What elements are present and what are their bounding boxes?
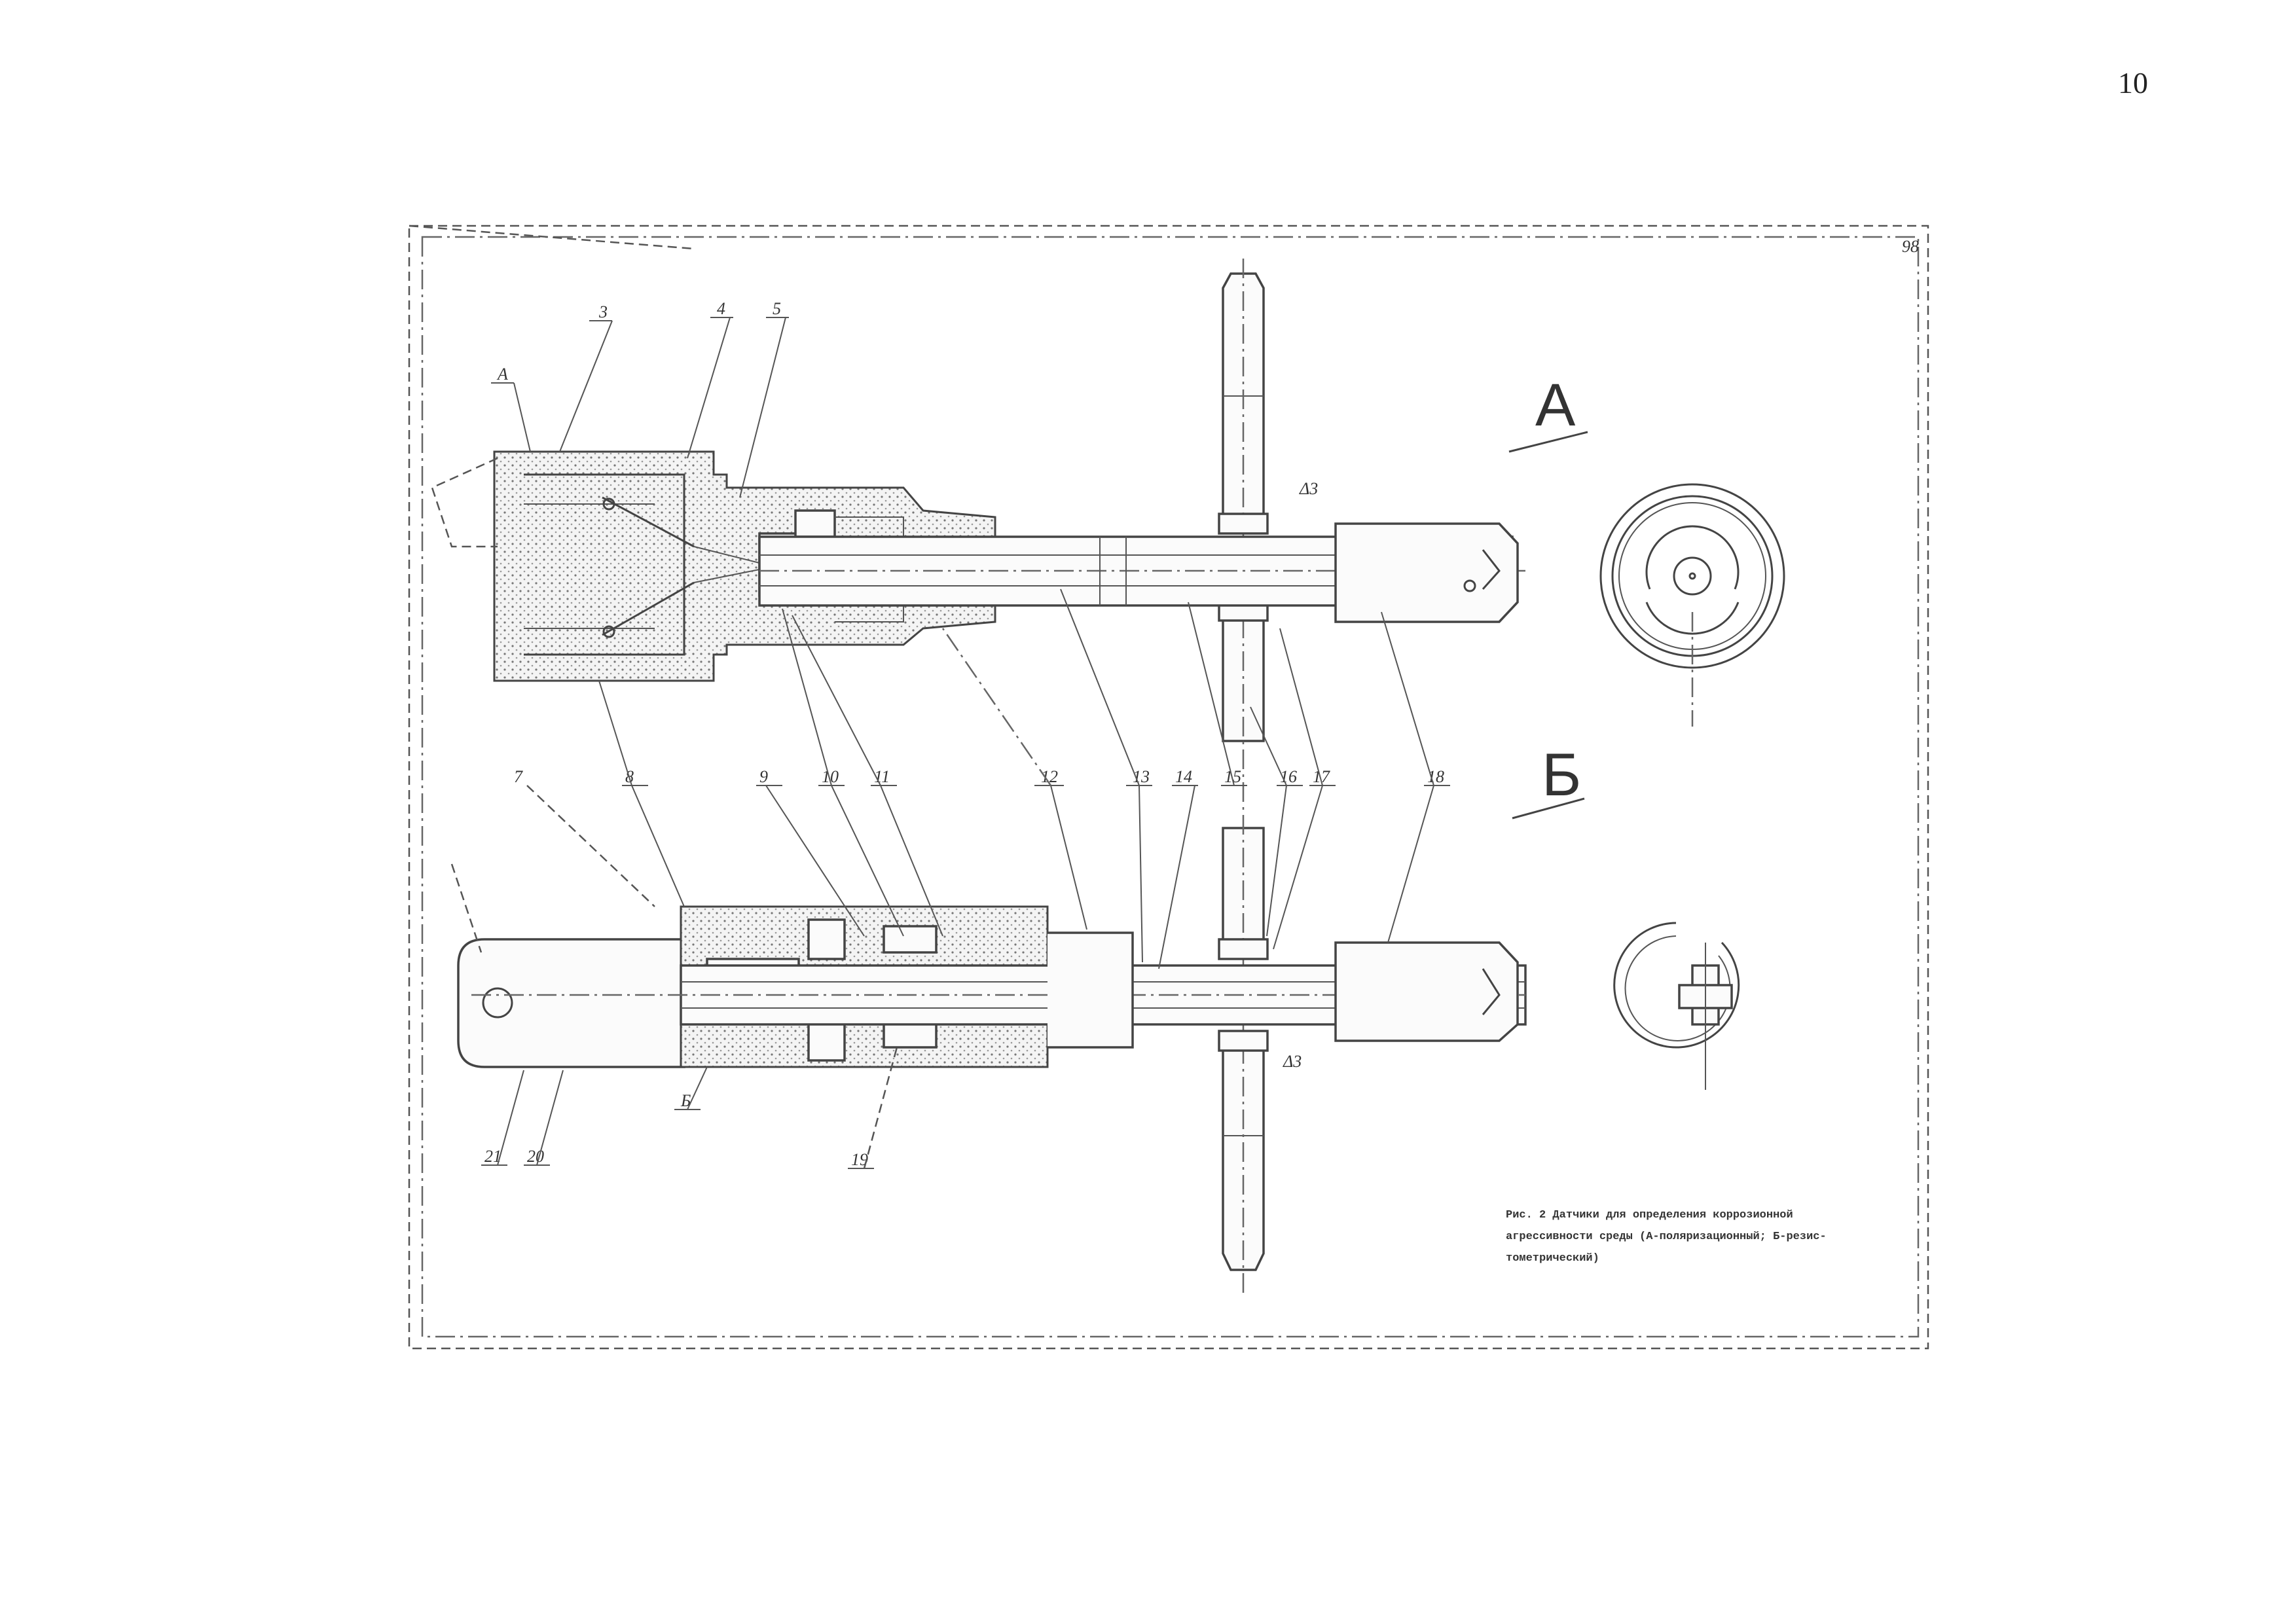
view-label-b: Б [1542, 742, 1581, 808]
detail-mark: Δ3 [1299, 479, 1318, 498]
part-label: 21 [484, 1147, 501, 1166]
part-label: 4 [717, 299, 725, 318]
drawing-frame [408, 225, 1929, 1350]
detail-mark: А [496, 365, 508, 384]
caption-line-2: агрессивности среды (А-поляризационный; … [1506, 1231, 1827, 1243]
caption-line-3: тометрический) [1506, 1252, 1599, 1265]
part-label: 9 [759, 767, 768, 786]
part-label: 18 [1427, 767, 1444, 786]
vertical-shaft [1218, 259, 1269, 1293]
sensor-a [431, 450, 1525, 682]
figure-caption: Рис. 2 Датчики для определения коррозион… [1506, 1209, 1827, 1265]
part-label: 14 [1175, 767, 1192, 786]
end-view-a [1599, 483, 1785, 727]
view-label-a: А [1535, 372, 1576, 439]
detail-mark: Б [680, 1091, 691, 1110]
page-number: 10 [2118, 66, 2148, 99]
part-label: 5 [773, 299, 781, 318]
caption-line-1: Рис. 2 Датчики для определения коррозион… [1506, 1209, 1793, 1221]
end-view-b [1613, 922, 1740, 1090]
sensor-b: ᵬᵬᵬᵬ [457, 905, 1527, 1068]
part-labels: 3 4 5 7 8 9 10 11 12 13 14 15 16 17 18 1… [484, 299, 1444, 1169]
part-label: 10 [822, 767, 839, 786]
sheet-number: 98 [1902, 237, 1919, 256]
part-label: 7 [514, 767, 523, 786]
leader-lines [450, 317, 1450, 1169]
detail-mark: Δ3 [1283, 1052, 1302, 1071]
part-label: 3 [598, 302, 608, 321]
part-label: 15 [1224, 767, 1241, 786]
